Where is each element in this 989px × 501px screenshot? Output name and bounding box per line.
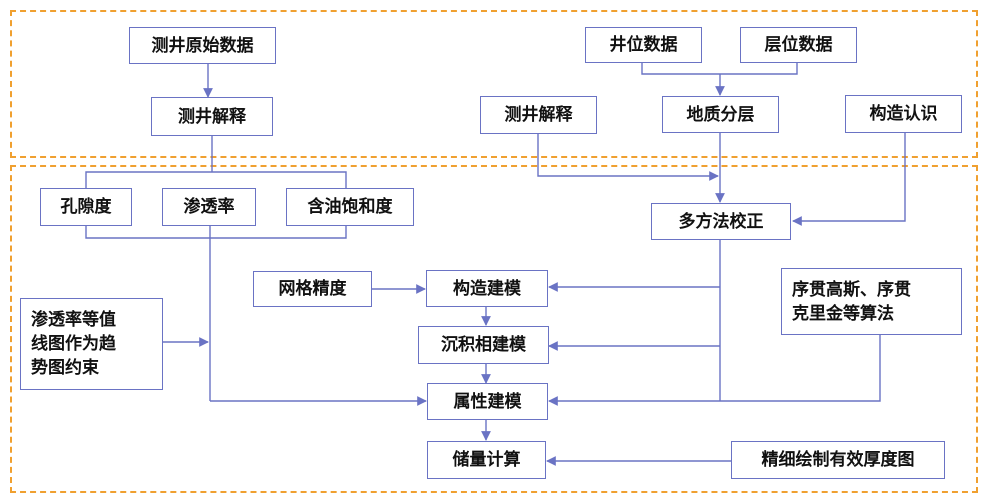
node-log-interpretation-right: 测井解释 (480, 96, 597, 134)
node-geological-layering-label: 地质分层 (686, 104, 755, 125)
node-horizon-data-label: 层位数据 (764, 35, 833, 55)
edge-interp-to-correction (537, 134, 719, 181)
node-effective-thickness-map: 精细绘制有效厚度图 (731, 441, 945, 479)
node-oil-saturation: 含油饱和度 (286, 188, 414, 226)
edge-well-horizon-join (641, 62, 798, 75)
node-reserve-calculation-label: 储量计算 (452, 450, 521, 470)
node-geological-layering: 地质分层 (662, 96, 779, 133)
node-structure-knowledge: 构造认识 (845, 95, 962, 133)
node-sedimentary-facies-modeling-label: 沉积相建模 (441, 335, 526, 355)
node-sedimentary-facies-modeling: 沉积相建模 (418, 326, 549, 364)
node-porosity-label: 孔隙度 (60, 197, 112, 217)
node-grid-precision-label: 网格精度 (278, 279, 347, 299)
node-oil-saturation-label: 含油饱和度 (307, 197, 393, 217)
upper-section-frame (10, 10, 978, 158)
node-horizon-data: 层位数据 (740, 27, 857, 63)
node-sgs-algorithms: 序贯高斯、序贯 克里金等算法 (781, 268, 962, 335)
node-log-interpretation-right-label: 测井解释 (504, 105, 573, 125)
node-structure-modeling: 构造建模 (426, 270, 548, 307)
node-multi-method-correction: 多方法校正 (651, 203, 791, 240)
node-permeability-contour-constraint-label: 渗透率等值 线图作为趋 势图约束 (31, 310, 116, 378)
node-structure-knowledge-label: 构造认识 (869, 104, 938, 124)
node-sgs-algorithms-label: 序贯高斯、序贯 克里金等算法 (792, 279, 911, 324)
node-log-interpretation-left: 测井解释 (151, 97, 273, 136)
node-well-position-data: 井位数据 (585, 27, 702, 63)
node-porosity: 孔隙度 (40, 188, 132, 226)
edge-knowledge-to-correction (792, 133, 906, 226)
edge-top-bus (85, 171, 347, 188)
node-effective-thickness-map-label: 精细绘制有效厚度图 (761, 450, 915, 470)
node-permeability: 渗透率 (162, 188, 256, 226)
node-property-modeling-label: 属性建模 (453, 391, 522, 412)
node-property-modeling: 属性建模 (427, 383, 548, 420)
node-permeability-label: 渗透率 (183, 197, 235, 217)
node-permeability-contour-constraint: 渗透率等值 线图作为趋 势图约束 (20, 298, 163, 390)
node-raw-log-data-label: 测井原始数据 (151, 35, 254, 56)
node-structure-modeling-label: 构造建模 (453, 278, 521, 299)
node-grid-precision: 网格精度 (253, 271, 372, 307)
node-well-position-data-label: 井位数据 (609, 35, 678, 55)
edge-algorithms-to-property (720, 335, 881, 402)
node-raw-log-data: 测井原始数据 (129, 27, 276, 64)
node-reserve-calculation: 储量计算 (427, 441, 546, 479)
node-multi-method-correction-label: 多方法校正 (678, 211, 764, 232)
lower-section-frame (10, 165, 978, 493)
edge-bottom-bus (85, 226, 347, 239)
node-log-interpretation-left-label: 测井解释 (178, 106, 246, 127)
